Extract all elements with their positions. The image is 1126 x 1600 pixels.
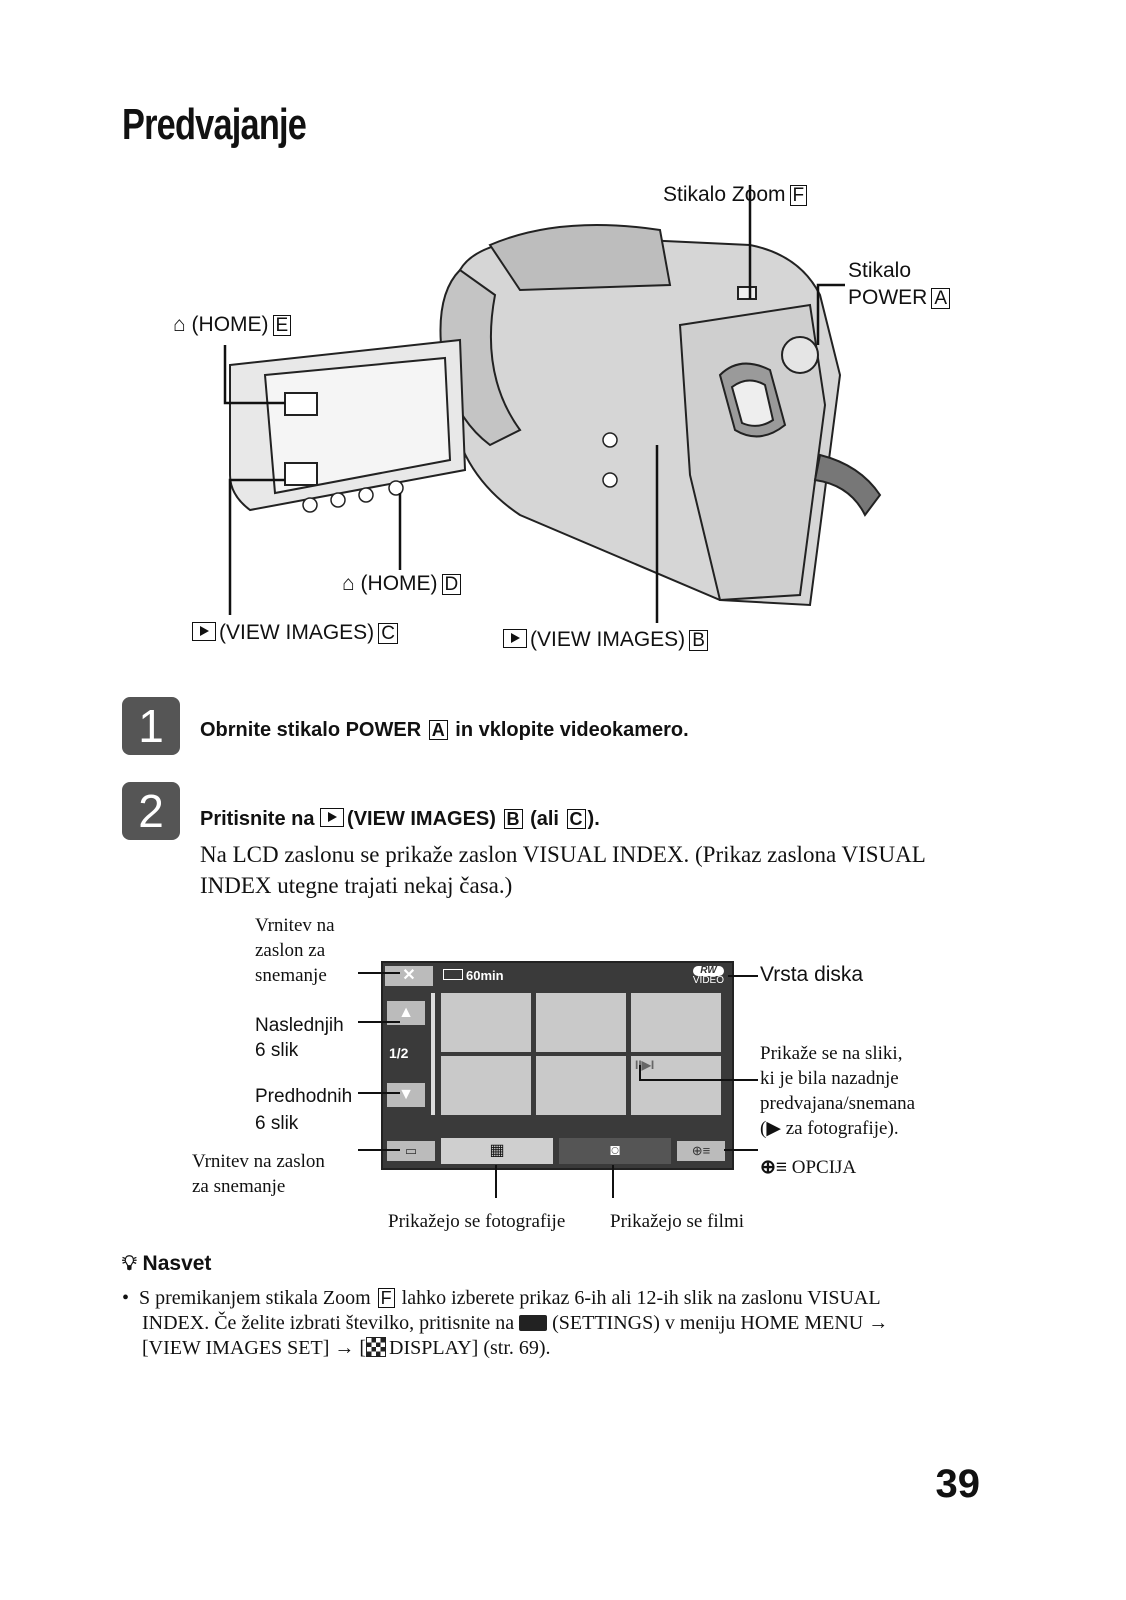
page-number: 39 [935,1462,981,1506]
home-icon: ⌂ [342,572,355,595]
camera-icon: ◙ [610,1142,620,1159]
tip-body: • S premikanjem stikala Zoom F lahko izb… [122,1287,889,1359]
battery-indicator: 60min [443,968,504,983]
battery-icon [443,969,463,980]
step-number-2: 2 [122,782,180,840]
thumbnail[interactable] [536,993,626,1052]
tip-heading: 💡︎ Nasvet [122,1252,212,1275]
play-icon [192,622,216,641]
film-icon: ▦ [489,1142,505,1159]
grid-display-icon [366,1337,387,1357]
movies-tab[interactable]: ▦ [441,1138,553,1164]
scrollbar[interactable] [431,993,435,1115]
thumbnail-last-played[interactable]: II▶I [631,1056,721,1115]
step-2-text: Pritisnite na (VIEW IMAGES) B (ali C). [200,808,600,830]
callout-lines [358,972,758,1198]
option-button[interactable]: ⊕≡ [677,1141,725,1161]
close-icon[interactable]: ✕ [385,966,433,986]
photos-tab[interactable]: ◙ [559,1138,671,1164]
page-title: Predvajanje [122,100,307,149]
home-e-label: ⌂ (HOME)E [173,313,292,337]
thumbnail[interactable] [536,1056,626,1115]
step-2-body: Na LCD zaslonu se prikaže zaslon VISUAL … [200,842,926,898]
play-icon [503,629,527,648]
view-images-b-label: (VIEW IMAGES)B [503,628,708,652]
view-images-c-label: (VIEW IMAGES)C [192,621,398,645]
toolbox-icon [519,1315,548,1331]
home-d-label: ⌂ (HOME)D [342,572,462,596]
back-to-recording-button[interactable]: ▭ [387,1141,435,1161]
power-switch-label-line1: Stikalo [848,259,912,282]
thumbnail[interactable] [441,993,531,1052]
prev-page-button[interactable]: ▼ [387,1083,425,1107]
show-photos-callout: Prikažejo se fotografije [388,1211,566,1232]
home-icon: ⌂ [173,313,186,336]
option-icon: ⊕≡ [691,1143,711,1158]
page-indicator: 1/2 [389,1045,409,1061]
step-1-text: Obrnite stikalo POWER A in vklopite vide… [200,719,689,741]
option-icon: ⊕≡ [760,1157,788,1178]
disc-type-callout: Vrsta diska [760,963,864,986]
option-callout: ⊕≡ OPCIJA [760,1157,857,1178]
thumbnail[interactable] [631,993,721,1052]
play-icon [320,808,345,827]
camcorder-illustration [223,185,882,623]
thumbnail[interactable] [441,1056,531,1115]
lightbulb-icon: 💡︎ [122,1252,137,1275]
show-movies-callout: Prikažejo se filmi [610,1211,745,1232]
step-number-1: 1 [122,697,180,755]
